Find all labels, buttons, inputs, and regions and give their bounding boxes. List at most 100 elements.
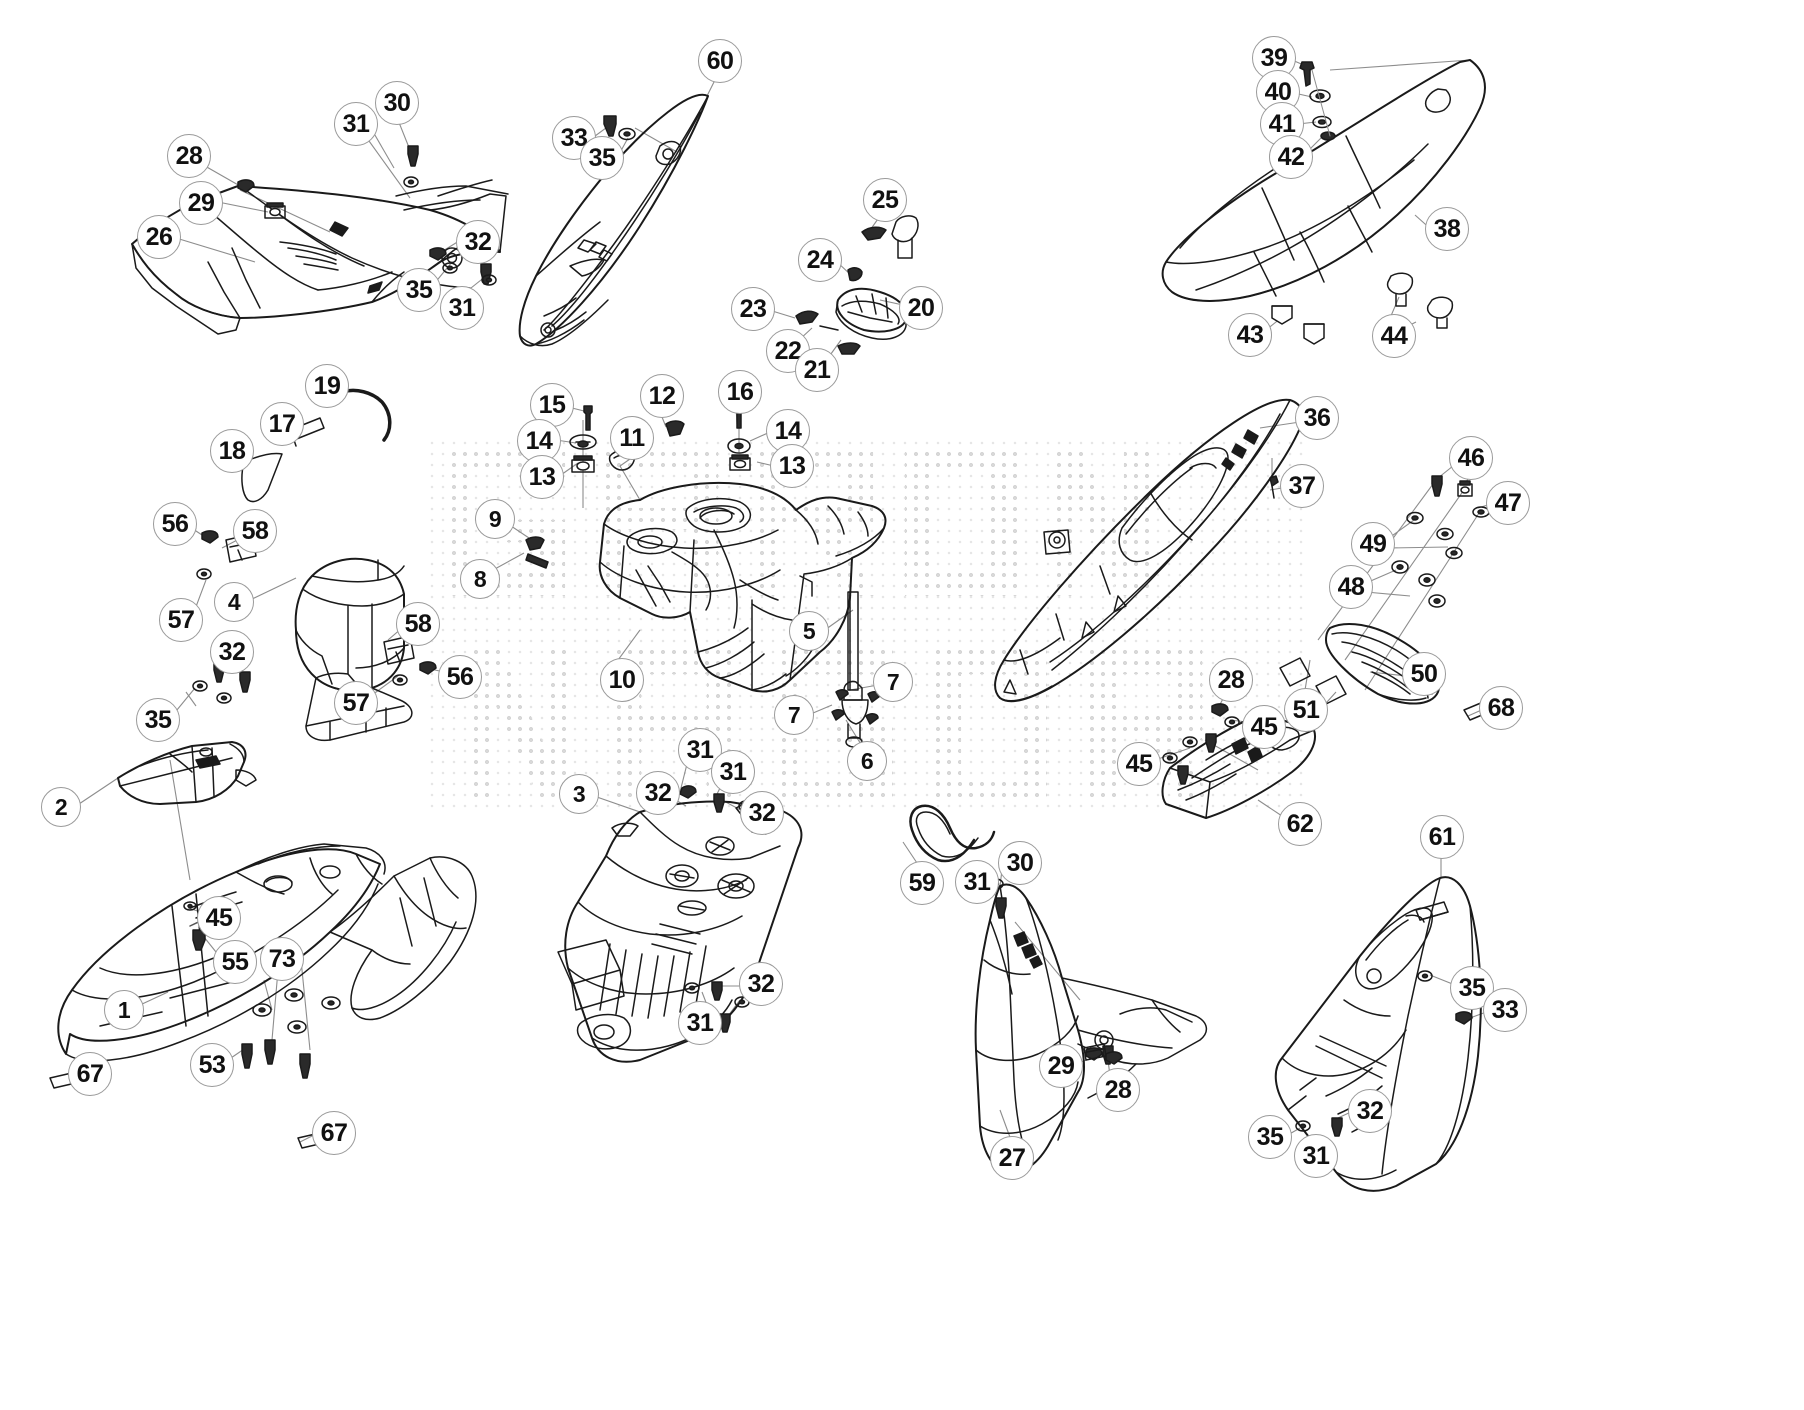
- callout-bubble-27[interactable]: 27: [990, 1136, 1034, 1180]
- callout-bubble-42[interactable]: 42: [1269, 135, 1313, 179]
- callout-bubble-67[interactable]: 67: [312, 1111, 356, 1155]
- callout-bubble-36[interactable]: 36: [1295, 396, 1339, 440]
- callout-bubble-32[interactable]: 32: [739, 962, 783, 1006]
- callout-bubble-31[interactable]: 31: [711, 750, 755, 794]
- callout-bubble-44[interactable]: 44: [1372, 314, 1416, 358]
- callout-bubble-57[interactable]: 57: [334, 681, 378, 725]
- callout-bubble-16[interactable]: 16: [718, 370, 762, 414]
- callout-bubble-35[interactable]: 35: [580, 136, 624, 180]
- part-front-left-side-panel: [131, 179, 509, 335]
- part-rear-right-side-panel: [974, 883, 1208, 1174]
- part-front-right-side-panel: [1274, 876, 1482, 1192]
- callout-bubble-7[interactable]: 7: [774, 695, 814, 735]
- callout-bubble-4[interactable]: 4: [214, 582, 254, 622]
- callout-bubble-18[interactable]: 18: [210, 429, 254, 473]
- callout-bubble-23[interactable]: 23: [731, 287, 775, 331]
- callout-bubble-59[interactable]: 59: [900, 861, 944, 905]
- callout-bubble-67[interactable]: 67: [68, 1052, 112, 1096]
- callout-bubble-58[interactable]: 58: [233, 509, 277, 553]
- callout-bubble-2[interactable]: 2: [41, 787, 81, 827]
- callout-bubble-56[interactable]: 56: [438, 655, 482, 699]
- hardware-front-fender: [49, 901, 341, 1149]
- callout-bubble-24[interactable]: 24: [798, 238, 842, 282]
- callout-bubble-31[interactable]: 31: [678, 1001, 722, 1045]
- callout-bubble-21[interactable]: 21: [795, 348, 839, 392]
- callout-bubble-30[interactable]: 30: [375, 81, 419, 125]
- callout-bubble-14[interactable]: 14: [766, 409, 810, 453]
- callout-bubble-10[interactable]: 10: [600, 658, 644, 702]
- callout-bubble-31[interactable]: 31: [334, 102, 378, 146]
- callout-bubble-5[interactable]: 5: [789, 611, 829, 651]
- callout-bubble-47[interactable]: 47: [1486, 481, 1530, 525]
- callout-bubble-20[interactable]: 20: [899, 286, 943, 330]
- callout-bubble-31[interactable]: 31: [955, 860, 999, 904]
- callout-bubble-6[interactable]: 6: [847, 741, 887, 781]
- callout-bubble-60[interactable]: 60: [698, 39, 742, 83]
- part-plate-holder: [1279, 623, 1495, 721]
- callout-bubble-11[interactable]: 11: [610, 416, 654, 460]
- callout-bubble-35[interactable]: 35: [1248, 1115, 1292, 1159]
- callout-bubble-26[interactable]: 26: [137, 215, 181, 259]
- callout-bubble-13[interactable]: 13: [770, 444, 814, 488]
- callout-bubble-8[interactable]: 8: [460, 559, 500, 599]
- part-rear-fender-right: [994, 398, 1304, 703]
- callout-bubble-32[interactable]: 32: [636, 771, 680, 815]
- callout-bubble-25[interactable]: 25: [863, 178, 907, 222]
- callout-bubble-68[interactable]: 68: [1479, 686, 1523, 730]
- callout-bubble-32[interactable]: 32: [740, 791, 784, 835]
- callout-bubble-29[interactable]: 29: [179, 181, 223, 225]
- callout-bubble-32[interactable]: 32: [456, 220, 500, 264]
- callout-bubble-45[interactable]: 45: [197, 896, 241, 940]
- callout-bubble-46[interactable]: 46: [1449, 436, 1493, 480]
- callout-bubble-45[interactable]: 45: [1117, 742, 1161, 786]
- callout-bubble-50[interactable]: 50: [1402, 652, 1446, 696]
- callout-bubble-31[interactable]: 31: [440, 286, 484, 330]
- callout-bubble-57[interactable]: 57: [159, 598, 203, 642]
- callout-bubble-43[interactable]: 43: [1228, 313, 1272, 357]
- part-fuel-sender: [831, 591, 881, 748]
- callout-bubble-28[interactable]: 28: [1209, 658, 1253, 702]
- hardware-left-top: [237, 115, 636, 286]
- callout-bubble-51[interactable]: 51: [1284, 688, 1328, 732]
- callout-bubble-49[interactable]: 49: [1351, 522, 1395, 566]
- callout-bubble-31[interactable]: 31: [1294, 1134, 1338, 1178]
- part-fuel-pump-cover: [795, 215, 919, 355]
- callout-bubble-17[interactable]: 17: [260, 402, 304, 446]
- callout-bubble-53[interactable]: 53: [190, 1043, 234, 1087]
- callout-bubble-15[interactable]: 15: [530, 383, 574, 427]
- callout-bubble-55[interactable]: 55: [213, 940, 257, 984]
- callout-bubble-1[interactable]: 1: [104, 990, 144, 1030]
- callout-bubble-12[interactable]: 12: [640, 374, 684, 418]
- part-rods: [241, 388, 392, 503]
- part-fender-bracket: [117, 741, 257, 805]
- callout-bubble-13[interactable]: 13: [520, 455, 564, 499]
- callout-bubble-62[interactable]: 62: [1278, 802, 1322, 846]
- callout-bubble-28[interactable]: 28: [1096, 1068, 1140, 1112]
- callout-bubble-9[interactable]: 9: [475, 499, 515, 539]
- callout-bubble-28[interactable]: 28: [167, 134, 211, 178]
- callout-bubble-56[interactable]: 56: [153, 502, 197, 546]
- callout-bubble-38[interactable]: 38: [1425, 207, 1469, 251]
- callout-bubble-37[interactable]: 37: [1280, 464, 1324, 508]
- part-rear-left-side-panel: [518, 93, 709, 347]
- callout-bubble-32[interactable]: 32: [1348, 1089, 1392, 1133]
- callout-bubble-48[interactable]: 48: [1329, 565, 1373, 609]
- part-seat: [1161, 59, 1486, 345]
- hardware-clips: [192, 530, 437, 704]
- callout-bubble-58[interactable]: 58: [396, 602, 440, 646]
- callout-bubble-30[interactable]: 30: [998, 841, 1042, 885]
- callout-bubble-32[interactable]: 32: [210, 630, 254, 674]
- callout-bubble-61[interactable]: 61: [1420, 815, 1464, 859]
- callout-bubble-35[interactable]: 35: [397, 268, 441, 312]
- callout-bubble-45[interactable]: 45: [1242, 705, 1286, 749]
- callout-bubble-33[interactable]: 33: [1483, 988, 1527, 1032]
- callout-bubble-19[interactable]: 19: [305, 364, 349, 408]
- hardware-lower-right: [1083, 1043, 1123, 1065]
- callout-bubble-7[interactable]: 7: [873, 662, 913, 702]
- callout-bubble-35[interactable]: 35: [136, 698, 180, 742]
- callout-bubble-3[interactable]: 3: [559, 774, 599, 814]
- callout-bubble-73[interactable]: 73: [260, 937, 304, 981]
- callout-bubble-29[interactable]: 29: [1039, 1044, 1083, 1088]
